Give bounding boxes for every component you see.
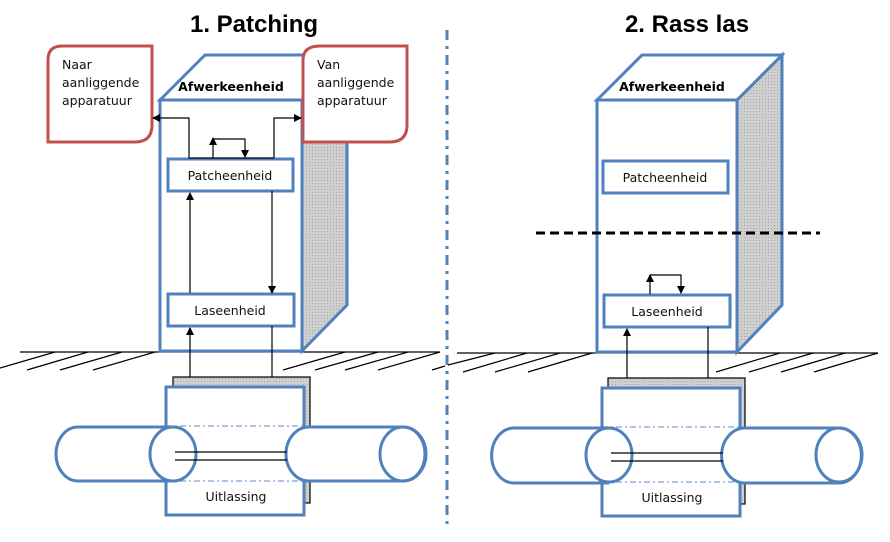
unit-laseenheid: Laseenheid <box>166 292 296 328</box>
unit-patcheenheid: Patcheenheid <box>166 157 295 193</box>
callout-left-line2: aanliggende <box>62 75 140 90</box>
unit-label: Laseenheid <box>194 303 265 318</box>
fiber-strands <box>175 451 287 461</box>
cable-right <box>720 426 864 485</box>
callout-left-line3: apparatuur <box>62 93 133 108</box>
callout-right-line2: aanliggende <box>317 75 395 90</box>
unit-label: Laseenheid <box>631 304 702 319</box>
ground-line <box>447 352 879 373</box>
splice-closure: Uitlassing <box>164 376 311 517</box>
cable-left <box>54 425 198 483</box>
ground-line <box>0 351 446 371</box>
unit-label: Patcheenheid <box>623 170 708 185</box>
cable-left <box>490 426 634 485</box>
unit-patcheenheid: Patcheenheid <box>601 159 730 195</box>
panel-title: 2. Rass las <box>625 11 749 38</box>
fiber-strands <box>611 452 723 462</box>
cabinet-label: Afwerkeenheid <box>178 79 284 94</box>
cabinet-label: Afwerkeenheid <box>619 79 725 94</box>
panel-title: 1. Patching <box>190 11 318 38</box>
callout-right-line1: Van <box>317 57 340 72</box>
splice-label: Uitlassing <box>641 490 702 505</box>
panel-patching: 1. Patching Afwerkeenheid Naar aanliggen… <box>0 11 446 517</box>
callout-from-equipment: Van aanliggende apparatuur <box>301 44 409 144</box>
callout-to-equipment: Naar aanliggende apparatuur <box>46 44 154 144</box>
unit-label: Patcheenheid <box>188 168 273 183</box>
callout-left-line1: Naar <box>62 57 93 72</box>
callout-right-line3: apparatuur <box>317 93 388 108</box>
panel-rass-las: 2. Rass las Afwerkeenheid Patcheenheid <box>447 11 879 518</box>
cable-right <box>284 425 428 483</box>
unit-laseenheid: Laseenheid <box>602 293 732 329</box>
splice-label: Uitlassing <box>205 489 266 504</box>
